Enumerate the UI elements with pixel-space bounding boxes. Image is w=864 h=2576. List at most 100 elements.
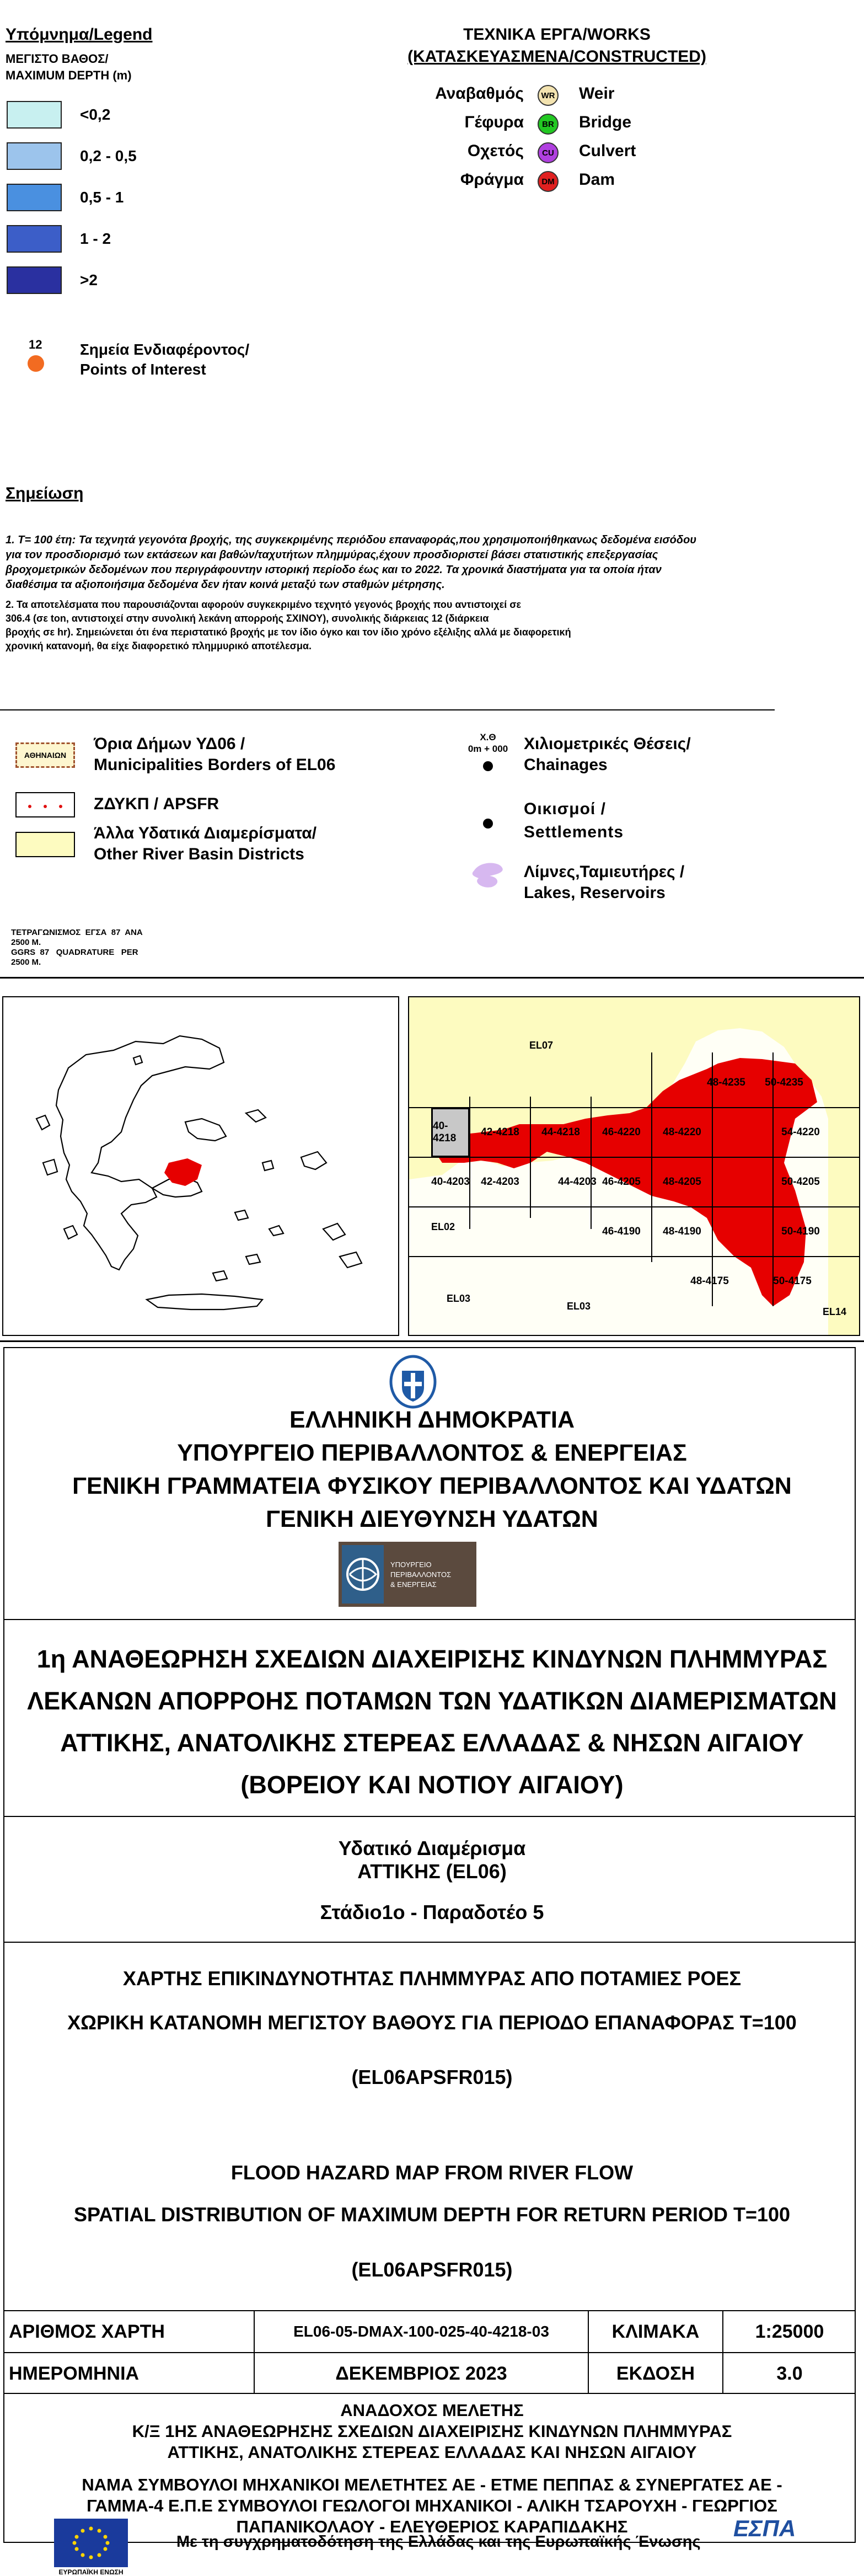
other-rbd-label-1: Άλλα Υδατικά Διαμερίσματα/	[94, 824, 317, 842]
chainage-label-2: Chainages	[524, 756, 608, 774]
header-line-1: ΕΛΛΗΝΙΚΗ ΔΗΜΟΚΡΑΤΙΑ	[289, 1407, 575, 1433]
globe-icon	[346, 1558, 379, 1591]
dam-label-en: Dam	[579, 170, 615, 189]
date-label: ΗΜΕΡΟΜΗΝΙΑ	[9, 2363, 139, 2384]
eu-logo	[50, 2519, 132, 2574]
poi-label-2: Points of Interest	[80, 361, 206, 378]
grid-note-2: 2500 Μ.	[11, 938, 41, 947]
tile: 48-4220	[663, 1126, 701, 1138]
depth-label-4: 1 - 2	[80, 230, 111, 247]
project-line-4: (ΒΟΡΕΙΟΥ ΚΑΙ ΝΟΤΙΟΥ ΑΙΓΑΙΟΥ)	[240, 1771, 624, 1799]
depth-label-3: 0,5 - 1	[80, 189, 124, 206]
chainage-point-icon	[483, 761, 493, 771]
tile: 48-4190	[663, 1226, 701, 1237]
chainage-label-1: Χιλιομετρικές Θέσεις/	[524, 735, 691, 753]
tile-current: 40-4218	[431, 1108, 470, 1157]
note-title: Σημείωση	[6, 484, 84, 503]
municipal-label-1: Όρια Δήμων ΥΔ06 /	[94, 735, 245, 753]
note-p2-line-1: 2. Τα αποτελέσματα που παρουσιάζονται αφ…	[6, 599, 522, 610]
tile: 42-4218	[481, 1126, 519, 1138]
header-line-4: ΓΕΝΙΚΗ ΔΙΕΥΘΥΝΣΗ ΥΔΑΤΩΝ	[266, 1506, 598, 1532]
stage-label: Στάδιο1ο - Παραδοτέο 5	[320, 1901, 544, 1923]
eu-stars-icon	[72, 2526, 110, 2559]
scale-value: 1:25000	[755, 2321, 824, 2342]
map-title-gr-2: ΧΩΡΙΚΗ ΚΑΤΑΝΟΜΗ ΜΕΓΙΣΤΟΥ ΒΑΘΟΥΣ ΓΙΑ ΠΕΡΙ…	[67, 2011, 797, 2034]
grid-note-1: ΤΕΤΡΑΓΩΝΙΣΜΟΣ ΕΓΣΑ 87 ΑΝΑ	[11, 928, 143, 937]
tile: 50-4175	[773, 1275, 812, 1287]
info-table-col-1	[254, 2311, 255, 2394]
district-label-el02: EL02	[431, 1221, 455, 1232]
maps-bottom-border	[0, 1340, 864, 1342]
tile: 54-4220	[781, 1126, 820, 1138]
header-divider	[3, 1619, 856, 1620]
tile: 44-4203	[558, 1176, 597, 1188]
contractor-line-3: ΑΤΤΙΚΗΣ, ΑΝΑΤΟΛΙΚΗΣ ΣΤΕΡΕΑΣ ΕΛΛΑΔΑΣ ΚΑΙ …	[167, 2443, 697, 2462]
funding-statement: Με τη συγχρηματοδότηση της Ελλάδας και τ…	[176, 2533, 701, 2551]
edition-label: ΕΚΔΟΣΗ	[616, 2363, 695, 2384]
settlement-label-2: Settlements	[524, 823, 624, 841]
tile: 46-4190	[602, 1226, 641, 1237]
tile: 48-4175	[690, 1275, 729, 1287]
ministry-logo-text-1: ΥΠΟΥΡΓΕΙΟ	[390, 1560, 432, 1569]
legend-bottom-border	[0, 977, 864, 979]
bridge-label-en: Bridge	[579, 113, 632, 131]
greek-coat-of-arms-icon	[389, 1355, 437, 1409]
settlement-label-1: Οικισμοί /	[524, 800, 606, 818]
map-title-en-1: FLOOD HAZARD MAP FROM RIVER FLOW	[230, 2161, 634, 2184]
contractor-line-4: ΝΑΜΑ ΣΥΜΒΟΥΛΟΙ ΜΗΧΑΝΙΚΟΙ ΜΕΛΕΤΗΤΕΣ ΑΕ - …	[82, 2475, 782, 2494]
espa-logo: ΕΣΠΑ	[711, 2515, 811, 2546]
tile: 50-4235	[765, 1077, 803, 1088]
settlement-point-icon	[483, 819, 493, 829]
info-table-col-2	[588, 2311, 589, 2394]
ministry-logo-emblem	[342, 1545, 384, 1604]
tile: 44-4218	[541, 1126, 580, 1138]
ministry-logo-text-2: ΠΕΡΙΒΑΛΛΟΝΤΟΣ	[390, 1570, 452, 1579]
other-rbd-label-2: Other River Basin Districts	[94, 845, 304, 863]
contractor-line-5: ΓΑΜΜΑ-4 Ε.Π.Ε ΣΥΜΒΟΥΛΟΙ ΓΕΩΛΟΓΟΙ ΜΗΧΑΝΙΚ…	[87, 2496, 777, 2515]
note-p1-line-1: 1. T= 100 έτη: Τα τεχνητά γεγονότα βροχή…	[6, 534, 697, 546]
depth-label-5: >2	[80, 271, 98, 288]
district-label-el14: EL14	[823, 1306, 847, 1317]
depth-swatch-2	[7, 142, 62, 170]
grid-note-4: 2500 M.	[11, 958, 41, 967]
tile: 50-4205	[781, 1176, 820, 1188]
grid-note-3: GGRS 87 QUADRATURE PER	[11, 948, 138, 957]
info-table: ΑΡΙΘΜΟΣ ΧΑΡΤΗ EL06-05-DMAX-100-025-40-42…	[3, 2310, 856, 2394]
depth-swatch-3	[7, 184, 62, 211]
eu-flag-icon	[54, 2519, 128, 2567]
project-line-1: 1η ΑΝΑΘΕΩΡΗΣΗ ΣΧΕΔΙΩΝ ΔΙΑΧΕΙΡΙΣΗΣ ΚΙΝΔΥΝ…	[36, 1645, 828, 1673]
map-number-label: ΑΡΙΘΜΟΣ ΧΑΡΤΗ	[9, 2321, 165, 2342]
district-line-1: Υδατικό Διαμέρισμα	[338, 1837, 526, 1859]
poi-number: 12	[29, 338, 42, 351]
chainage-code-2: 0m + 000	[468, 744, 508, 754]
lakes-label-1: Λίμνες,Ταμιευτήρες /	[524, 863, 685, 881]
map-code-gr: (EL06APSFR015)	[351, 2066, 513, 2088]
legend-title: Υπόμνημα/Legend	[6, 25, 153, 44]
tile: 46-4220	[602, 1126, 641, 1138]
municipal-border-swatch: ΑΘΗΝΑΙΩΝ	[15, 742, 75, 768]
project-divider	[3, 1816, 856, 1817]
note-p2-line-4: χρονική κατανομή, θα είχε διαφορετικό πλ…	[6, 640, 312, 651]
tile: 48-4205	[663, 1176, 701, 1188]
district-line-2: ΑΤΤΙΚΗΣ (EL06)	[357, 1860, 507, 1883]
depth-label-1: <0,2	[80, 106, 111, 123]
tile: 48-4235	[707, 1077, 745, 1088]
municipal-label-2: Municipalities Borders of EL06	[94, 756, 336, 774]
dam-label-gr: Φράγμα	[460, 170, 524, 189]
depth-swatch-5	[7, 266, 62, 294]
note-p2-line-3: βροχής σε hr). Σημειώνεται ότι ένα περισ…	[6, 627, 571, 638]
depth-swatch-1	[7, 101, 62, 129]
info-table-col-3	[722, 2311, 723, 2394]
works-title-2: (ΚΑΤΑΣΚΕΥΑΣΜΕΝΑ/CONSTRUCTED)	[407, 47, 706, 66]
note-p1-line-2: για τον προσδιορισμό των εκτάσεων και βα…	[6, 549, 658, 561]
ministry-logo-text-3: & ΕΝΕΡΓΕΙΑΣ	[390, 1580, 437, 1589]
works-title-1: ΤΕΧΝΙΚΑ ΕΡΓΑ/WORKS	[463, 25, 651, 44]
bridge-icon: BR	[538, 114, 559, 135]
chainage-code-1: Χ.Θ	[480, 732, 496, 742]
lakes-label-2: Lakes, Reservoirs	[524, 884, 666, 902]
culvert-icon: CU	[538, 142, 559, 163]
tile: 42-4203	[481, 1176, 519, 1188]
map-code-en: (EL06APSFR015)	[351, 2258, 513, 2281]
map-title-gr-1: ΧΑΡΤΗΣ ΕΠΙΚΙΝΔΥΝΟΤΗΤΑΣ ΠΛΗΜΜΥΡΑΣ ΑΠΟ ΠΟΤ…	[122, 1967, 742, 1990]
eu-label-1: ΕΥΡΩΠΑΪΚΗ ΕΝΩΣΗ	[58, 2568, 124, 2576]
